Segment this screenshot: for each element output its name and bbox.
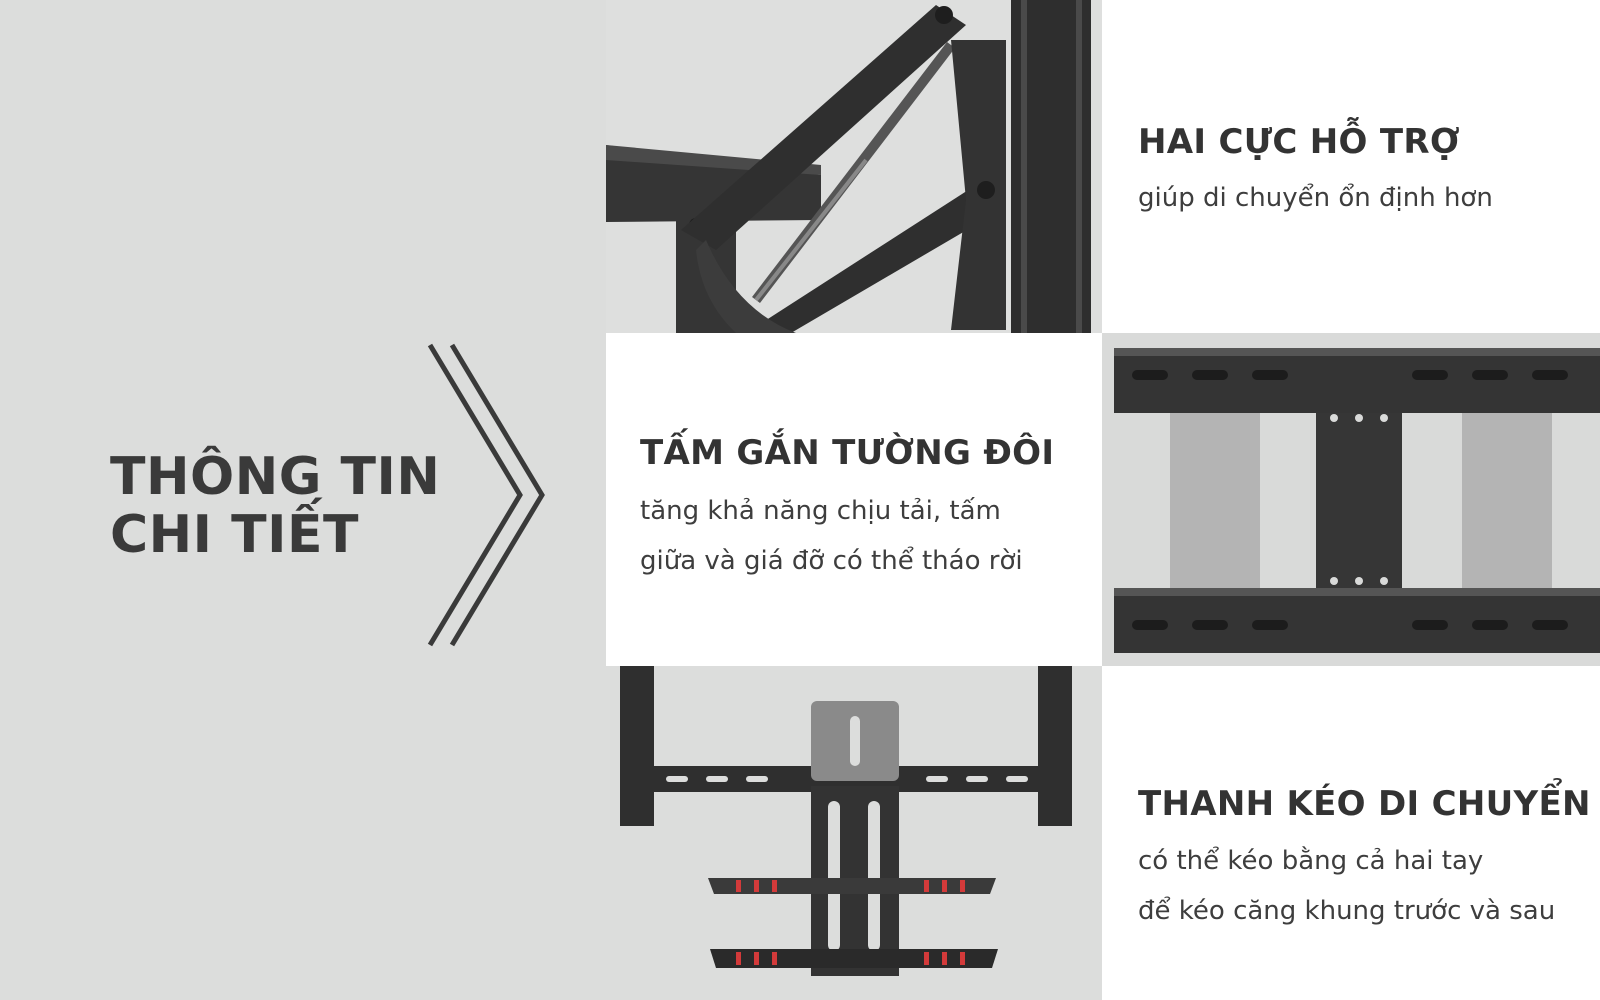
pull-bar-image <box>606 666 1102 1000</box>
feature-3-desc-line2: để kéo căng khung trước và sau <box>1138 896 1556 926</box>
page-title: THÔNG TIN CHI TIẾT <box>110 448 440 564</box>
double-chevron-right-icon <box>420 340 550 650</box>
feature-3-heading: THANH KÉO DI CHUYỂN <box>1138 784 1591 824</box>
feature-3-desc-line1: có thể kéo bằng cả hai tay <box>1138 846 1484 876</box>
wall-plate-image <box>1102 333 1600 666</box>
feature-card-2: TẤM GẮN TƯỜNG ĐÔI tăng khả năng chịu tải… <box>606 333 1102 666</box>
page-title-line2: CHI TIẾT <box>110 505 359 565</box>
gas-strut-image <box>606 0 1102 333</box>
feature-2-desc-line2: giữa và giá đỡ có thể tháo rời <box>640 546 1023 576</box>
feature-2-desc-line1: tăng khả năng chịu tải, tấm <box>640 496 1001 526</box>
feature-card-3: THANH KÉO DI CHUYỂN có thể kéo bằng cả h… <box>1102 666 1600 1000</box>
feature-2-heading: TẤM GẮN TƯỜNG ĐÔI <box>640 433 1055 473</box>
feature-1-heading: HAI CỰC HỖ TRỢ <box>1138 122 1460 162</box>
page-title-line1: THÔNG TIN <box>110 447 441 507</box>
left-panel: THÔNG TIN CHI TIẾT <box>0 0 606 1000</box>
feature-card-1: HAI CỰC HỖ TRỢ giúp di chuyển ổn định hơ… <box>1102 0 1600 333</box>
feature-1-desc: giúp di chuyển ổn định hơn <box>1138 183 1493 213</box>
